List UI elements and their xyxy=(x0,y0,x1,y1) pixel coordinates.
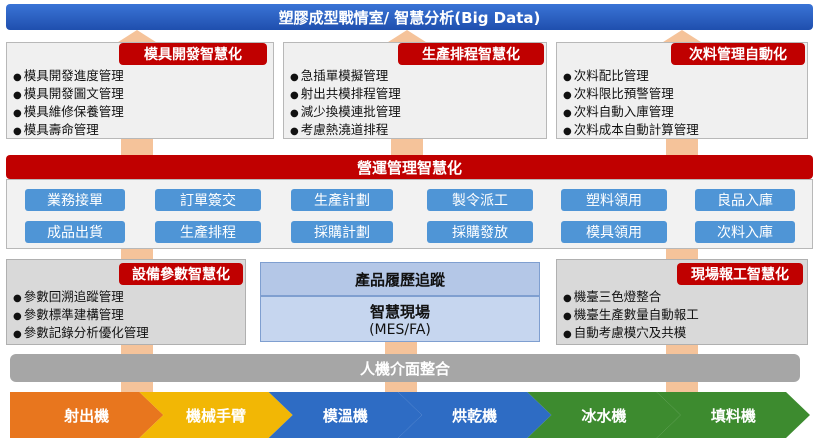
hmi-bar: 人機介面整合 xyxy=(10,354,800,382)
list-item: 機臺三色燈整合 xyxy=(563,289,699,307)
list-item: 考慮熱澆道排程 xyxy=(290,122,401,140)
list-item: 急插單模擬管理 xyxy=(290,68,401,86)
regrind-panel: 次料管理自動化 次料配比管理 次料限比預警管理 次料自動入庫管理 次料成本自動計… xyxy=(556,42,808,139)
arrow-up-icon xyxy=(660,30,704,44)
arrow-up-icon xyxy=(115,30,159,44)
chip-purchase-plan: 採購計劃 xyxy=(291,221,393,243)
machine-label: 烘乾機 xyxy=(452,407,497,425)
dashboard-title: 塑膠成型戰情室/ 智慧分析(Big Data) xyxy=(278,8,541,27)
list-item: 減少換模連批管理 xyxy=(290,104,401,122)
arrow-stem xyxy=(385,382,417,392)
scheduling-panel: 生產排程智慧化 急插單模擬管理 射出共模排程管理 減少換模連批管理 考慮熱澆道排… xyxy=(283,42,547,139)
arrow-up-icon xyxy=(385,30,429,44)
arrow-stem xyxy=(666,382,698,392)
list-item: 模具壽命管理 xyxy=(13,122,124,140)
arrow-stem xyxy=(391,138,423,156)
chip-shipment: 成品出貨 xyxy=(25,221,125,243)
list-item: 參數回溯追蹤管理 xyxy=(13,289,149,307)
field-report-panel: 現場報工智慧化 機臺三色燈整合 機臺生產數量自動報工 自動考慮模穴及共模 xyxy=(556,259,808,345)
machine-chevron xyxy=(139,392,293,438)
scheduling-list: 急插單模擬管理 射出共模排程管理 減少換模連批管理 考慮熱澆道排程 xyxy=(290,68,401,140)
field-report-label: 現場報工智慧化 xyxy=(677,263,803,285)
equipment-panel: 設備參數智慧化 參數回溯追蹤管理 參數標準建構管理 參數記錄分析優化管理 xyxy=(6,259,246,345)
machine-chevron xyxy=(656,392,810,438)
list-item: 射出共模排程管理 xyxy=(290,86,401,104)
mold-dev-label: 模具開發智慧化 xyxy=(119,43,267,65)
chip-order-confirm: 訂單簽交 xyxy=(155,189,261,211)
smart-field-label: 智慧現場 xyxy=(369,303,430,321)
arrow-stem xyxy=(666,249,698,259)
list-item: 次料自動入庫管理 xyxy=(563,104,699,122)
arrow-stem xyxy=(121,382,153,392)
list-item: 次料成本自動計算管理 xyxy=(563,122,699,140)
list-item: 參數記錄分析優化管理 xyxy=(13,325,149,343)
arrow-stem xyxy=(121,138,153,156)
equipment-list: 參數回溯追蹤管理 參數標準建構管理 參數記錄分析優化管理 xyxy=(13,289,149,343)
arrow-stem xyxy=(666,345,698,354)
machine-flow: 射出機 機械手臂 模溫機 烘乾機 冰水機 填料機 xyxy=(10,392,810,438)
list-item: 模具維修保養管理 xyxy=(13,104,124,122)
operations-panel: 業務接單 訂單簽交 生產計劃 製令派工 塑料領用 良品入庫 成品出貨 生產排程 … xyxy=(6,179,813,249)
operations-bar: 營運管理智慧化 xyxy=(6,155,813,179)
arrow-stem xyxy=(666,138,698,156)
chip-mold-issue: 模具領用 xyxy=(561,221,667,243)
hmi-label: 人機介面整合 xyxy=(359,359,450,378)
machine-label: 模溫機 xyxy=(323,407,368,425)
mes-fa-label: (MES/FA) xyxy=(369,322,431,338)
machine-chevron xyxy=(268,392,422,438)
list-item: 模具開發圖文管理 xyxy=(13,86,124,104)
equipment-label: 設備參數智慧化 xyxy=(119,263,243,285)
list-item: 模具開發進度管理 xyxy=(13,68,124,86)
list-item: 自動考慮模穴及共模 xyxy=(563,325,699,343)
traceability-label: 產品履歷追蹤 xyxy=(354,270,445,289)
chip-sales-order: 業務接單 xyxy=(25,189,125,211)
mold-dev-list: 模具開發進度管理 模具開發圖文管理 模具維修保養管理 模具壽命管理 xyxy=(13,68,124,140)
regrind-list: 次料配比管理 次料限比預警管理 次料自動入庫管理 次料成本自動計算管理 xyxy=(563,68,699,140)
arrow-stem xyxy=(121,249,153,259)
arrow-stem xyxy=(121,345,153,354)
list-item: 參數標準建構管理 xyxy=(13,307,149,325)
chip-good-stock-in: 良品入庫 xyxy=(695,189,795,211)
dashboard-title-bar: 塑膠成型戰情室/ 智慧分析(Big Data) xyxy=(6,4,813,30)
machine-label: 機械手臂 xyxy=(186,407,246,425)
list-item: 次料配比管理 xyxy=(563,68,699,86)
machine-label: 射出機 xyxy=(63,407,109,425)
scheduling-label: 生產排程智慧化 xyxy=(398,43,544,65)
mes-box: 智慧現場 (MES/FA) xyxy=(260,296,540,342)
chip-purchase-release: 採購發放 xyxy=(427,221,533,243)
machine-label: 填料機 xyxy=(711,407,756,425)
list-item: 機臺生產數量自動報工 xyxy=(563,307,699,325)
arrow-stem xyxy=(385,342,417,354)
traceability-header: 產品履歷追蹤 xyxy=(260,262,540,296)
field-report-list: 機臺三色燈整合 機臺生產數量自動報工 自動考慮模穴及共模 xyxy=(563,289,699,343)
chip-regrind-stock-in: 次料入庫 xyxy=(695,221,795,243)
chip-resin-issue: 塑料領用 xyxy=(561,189,667,211)
operations-label: 營運管理智慧化 xyxy=(356,158,462,177)
list-item: 次料限比預警管理 xyxy=(563,86,699,104)
chip-production-plan: 生產計劃 xyxy=(291,189,393,211)
machine-chevron xyxy=(527,392,681,438)
regrind-label: 次料管理自動化 xyxy=(671,43,805,65)
chip-scheduling: 生產排程 xyxy=(155,221,261,243)
machine-label: 冰水機 xyxy=(581,407,626,425)
chip-work-order: 製令派工 xyxy=(427,189,533,211)
machine-chevron xyxy=(398,392,552,438)
machine-chevron xyxy=(10,392,164,438)
mold-dev-panel: 模具開發智慧化 模具開發進度管理 模具開發圖文管理 模具維修保養管理 模具壽命管… xyxy=(6,42,274,139)
